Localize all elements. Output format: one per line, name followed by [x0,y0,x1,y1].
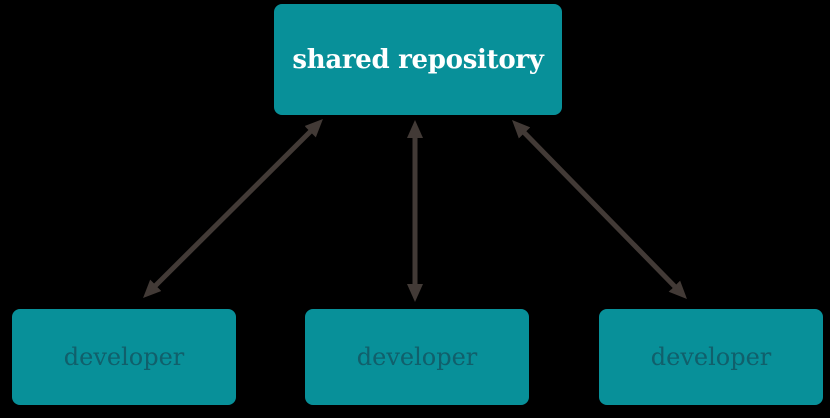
shared-repository-label: shared repository [292,44,544,75]
node-shared-repository: shared repository [274,4,562,115]
arrow-repository-developer-3 [512,120,687,300]
arrow-repository-developer-1 [143,119,323,298]
developer-2-label: developer [356,343,478,371]
developer-1-label: developer [63,343,185,371]
node-developer-3: developer [599,309,823,405]
developer-3-label: developer [650,343,772,371]
node-developer-1: developer [12,309,236,405]
node-developer-2: developer [305,309,529,405]
